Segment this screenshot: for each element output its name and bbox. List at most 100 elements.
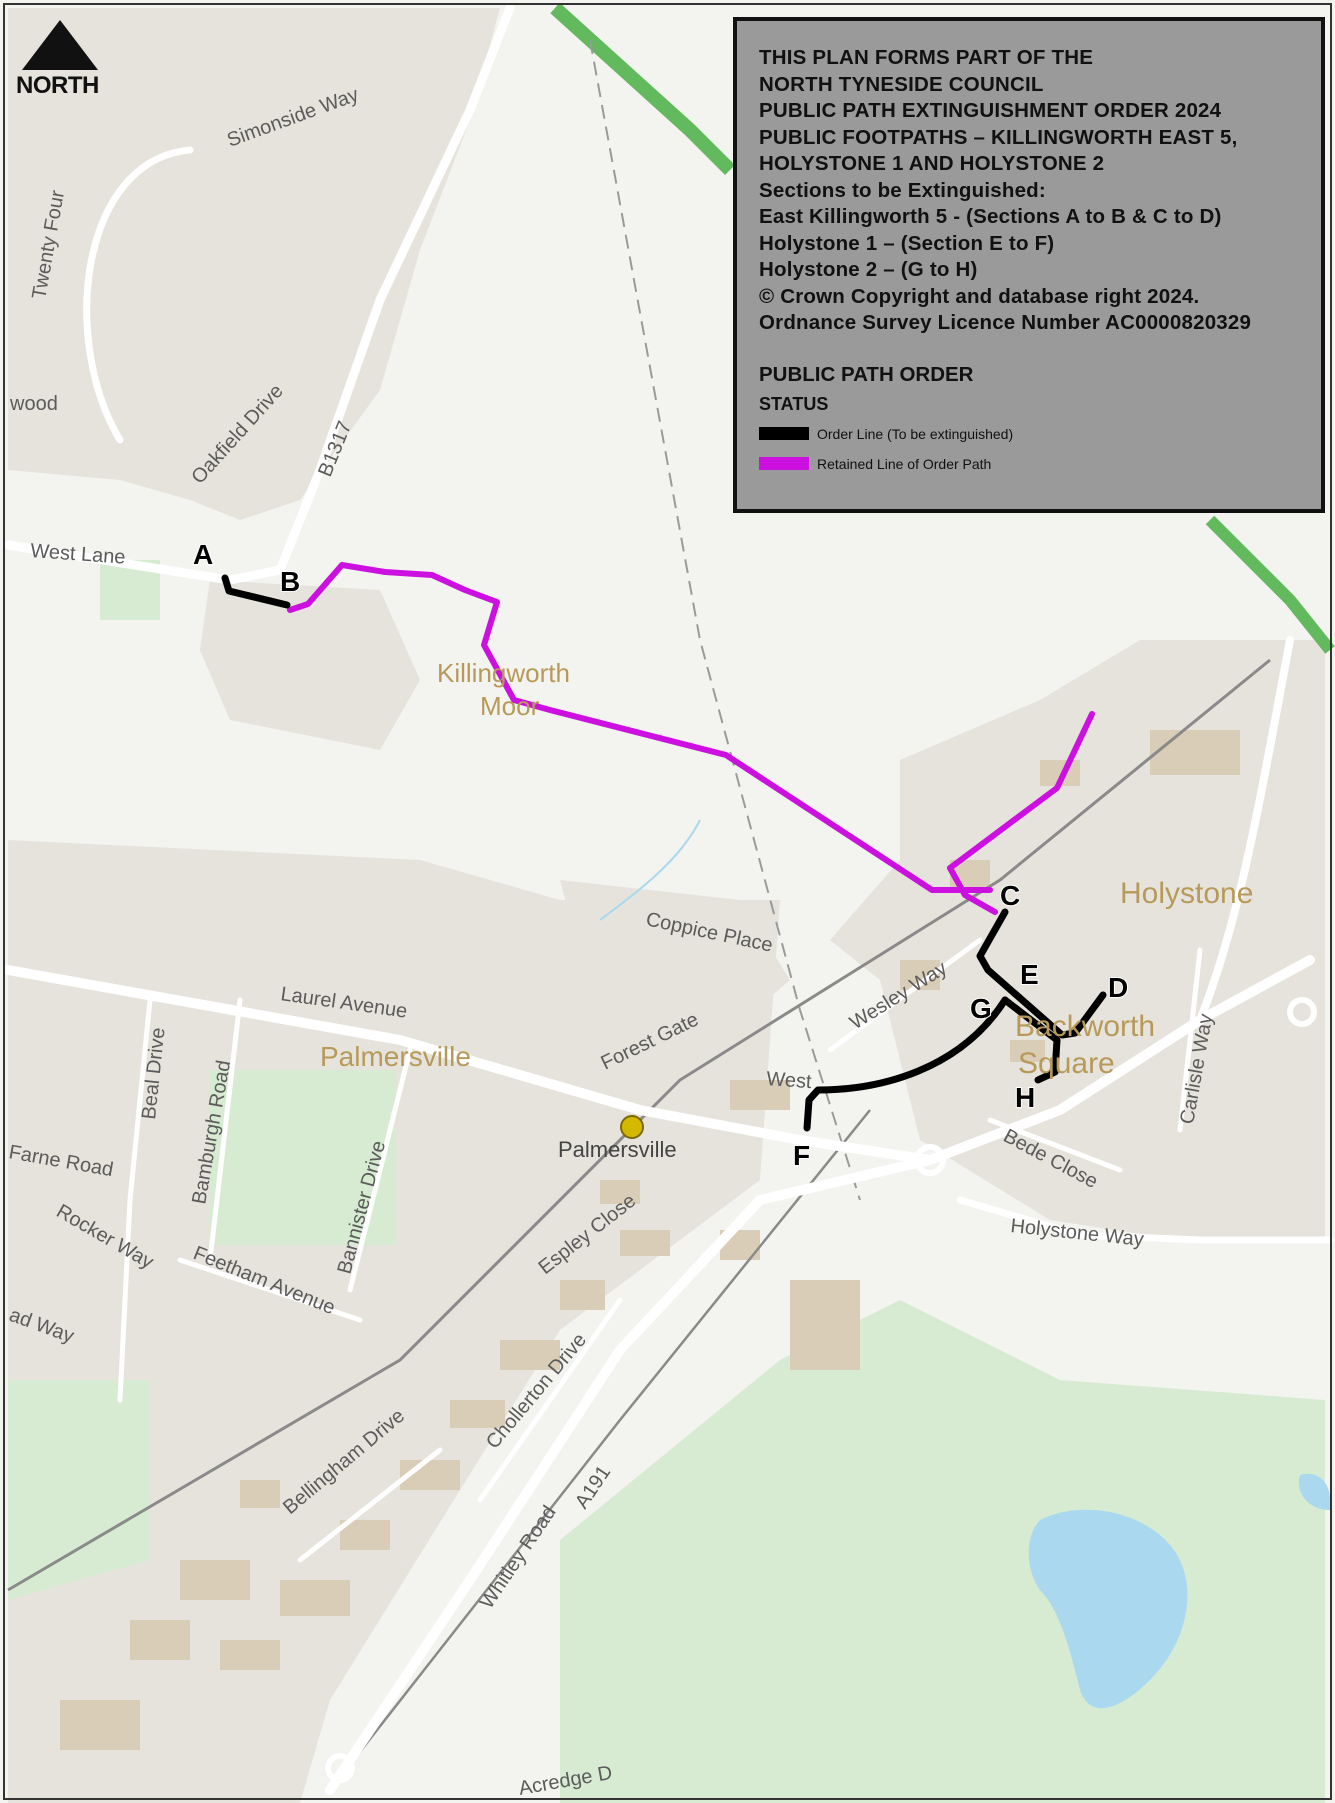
- extinguished-g-to-h: [1001, 996, 1061, 1084]
- road-bamburgh: [207, 997, 243, 1263]
- retained-order-path: [287, 562, 1095, 915]
- place-label-backworth: Backworth: [1015, 1010, 1155, 1043]
- road-beal: [117, 997, 153, 1403]
- legend-swatch-black: [759, 427, 809, 440]
- building: [180, 1560, 250, 1600]
- legend-key-extinguished: Order Line (To be extinguished): [759, 419, 1299, 449]
- point-label-f: F: [793, 1140, 810, 1171]
- building: [560, 1280, 605, 1310]
- railway-dashed-line: [589, 39, 861, 1201]
- extinguished-c-to-d: [976, 908, 1107, 1039]
- legend-key-label: Retained Line of Order Path: [817, 455, 992, 472]
- green-playing-field: [210, 1070, 395, 1245]
- station-label-palmersville: Palmersville: [558, 1137, 677, 1162]
- legend-line: East Killingworth 5 - (Sections A to B &…: [759, 205, 1222, 228]
- roundabout: [1287, 997, 1317, 1027]
- north-arrow: NORTH: [16, 20, 106, 100]
- point-labels: A B C D E F G H: [192, 538, 1129, 1172]
- road-wesley: [827, 937, 983, 1053]
- built-up-areas: [8, 8, 1325, 1803]
- street-label-west: West: [766, 1068, 813, 1093]
- road-palmersville-main: [3, 965, 935, 1165]
- place-label-palmersville: Palmersville: [320, 1041, 471, 1072]
- legend-line: HOLYSTONE 1 AND HOLYSTONE 2: [759, 152, 1105, 175]
- legend-key-retained: Retained Line of Order Path: [759, 449, 1299, 479]
- roads: [3, 3, 1334, 1795]
- building: [1010, 1040, 1045, 1062]
- legend-order-title: PUBLIC PATH ORDER: [759, 362, 974, 386]
- stream: [599, 819, 701, 921]
- point-label-d: D: [1108, 972, 1128, 1003]
- legend-swatch-magenta: [759, 457, 809, 470]
- road-b1317: [275, 3, 515, 575]
- extinguished-order-lines: [221, 574, 1107, 1132]
- legend-line: Holystone 1 – (Section E to F): [759, 231, 1055, 255]
- retained-line-main: [287, 562, 993, 893]
- buildings: [60, 730, 1240, 1750]
- legend-line: NORTH TYNESIDE COUNCIL: [759, 72, 1044, 96]
- road-feetham: [177, 1257, 363, 1323]
- point-label-a: A: [193, 539, 213, 570]
- green-spaces: [8, 560, 1325, 1803]
- road-bannister: [347, 1047, 413, 1293]
- legend-spacer: [759, 337, 1299, 361]
- extinguished-a-to-b: [221, 574, 291, 609]
- building: [130, 1620, 190, 1660]
- building: [450, 1400, 505, 1428]
- legend-line: THIS PLAN FORMS PART OF THE: [759, 46, 1094, 69]
- legend-key-label: Order Line (To be extinguished): [817, 425, 1014, 442]
- road-holystone-north: [1196, 636, 1294, 1024]
- railway-green-corridor: [550, 2, 735, 175]
- building: [240, 1480, 280, 1508]
- north-arrow-icon: [22, 20, 98, 70]
- road-west-lane: [3, 540, 285, 585]
- building: [60, 1700, 140, 1750]
- built-up-west-lane: [200, 580, 420, 750]
- point-label-h: H: [1015, 1082, 1035, 1113]
- building: [500, 1340, 560, 1370]
- railway-south-line: [329, 1109, 871, 1791]
- extinguished-e-to-f: [803, 996, 1009, 1132]
- built-up-holystone: [830, 640, 1325, 1240]
- retained-line-branch-c: [947, 865, 998, 915]
- point-label-e: E: [1020, 959, 1039, 990]
- palmersville-station-icon: [620, 1115, 644, 1139]
- place-label-holystone: Holystone: [1120, 877, 1253, 910]
- railway-main-line: [7, 658, 1271, 1592]
- road-chollerton: [477, 1297, 623, 1503]
- road-bellingham: [297, 1447, 443, 1563]
- road-simonside-ring: [83, 146, 194, 444]
- built-up-northwest: [8, 8, 500, 520]
- legend-line: Sections to be Extinguished:: [759, 178, 1046, 202]
- point-label-b: B: [280, 566, 300, 597]
- railways: [7, 2, 1335, 1791]
- legend-panel: THIS PLAN FORMS PART OF THE NORTH TYNESI…: [733, 17, 1325, 513]
- legend-text-block: THIS PLAN FORMS PART OF THE NORTH TYNESI…: [759, 45, 1299, 337]
- road-bede: [987, 1117, 1123, 1173]
- building: [620, 1230, 670, 1256]
- legend-line: Holystone 2 – (G to H): [759, 258, 978, 281]
- roundabout: [325, 1753, 355, 1783]
- legend-line: © Crown Copyright and database right 202…: [759, 284, 1200, 308]
- built-up-coppice: [560, 880, 790, 1040]
- building: [790, 1280, 860, 1370]
- map-frame: [3, 3, 1332, 1800]
- legend-line: PUBLIC PATH EXTINGUISHMENT ORDER 2024: [759, 99, 1222, 122]
- retained-line-branch-north: [947, 711, 1095, 871]
- building: [1150, 730, 1240, 775]
- street-label-wood: wood: [9, 393, 58, 415]
- legend-line: Ordnance Survey Licence Number AC0000820…: [759, 311, 1252, 334]
- place-label-moor: Moor: [480, 691, 540, 721]
- building: [730, 1080, 790, 1110]
- green-strip: [8, 1380, 150, 1600]
- north-label: NORTH: [16, 72, 99, 99]
- lake: [1028, 1509, 1188, 1709]
- road-carlisle: [1177, 947, 1203, 1133]
- road-holystone-way: [956, 1196, 1334, 1244]
- legend-status-label: STATUS: [759, 393, 829, 414]
- place-labels: Killingworth Moor Holystone Palmersville…: [320, 658, 1253, 1080]
- place-label-killingworth: Killingworth: [437, 658, 570, 688]
- roundabout: [914, 1144, 946, 1176]
- pond: [1299, 1473, 1330, 1510]
- legend-line: PUBLIC FOOTPATHS – KILLINGWORTH EAST 5,: [759, 125, 1238, 149]
